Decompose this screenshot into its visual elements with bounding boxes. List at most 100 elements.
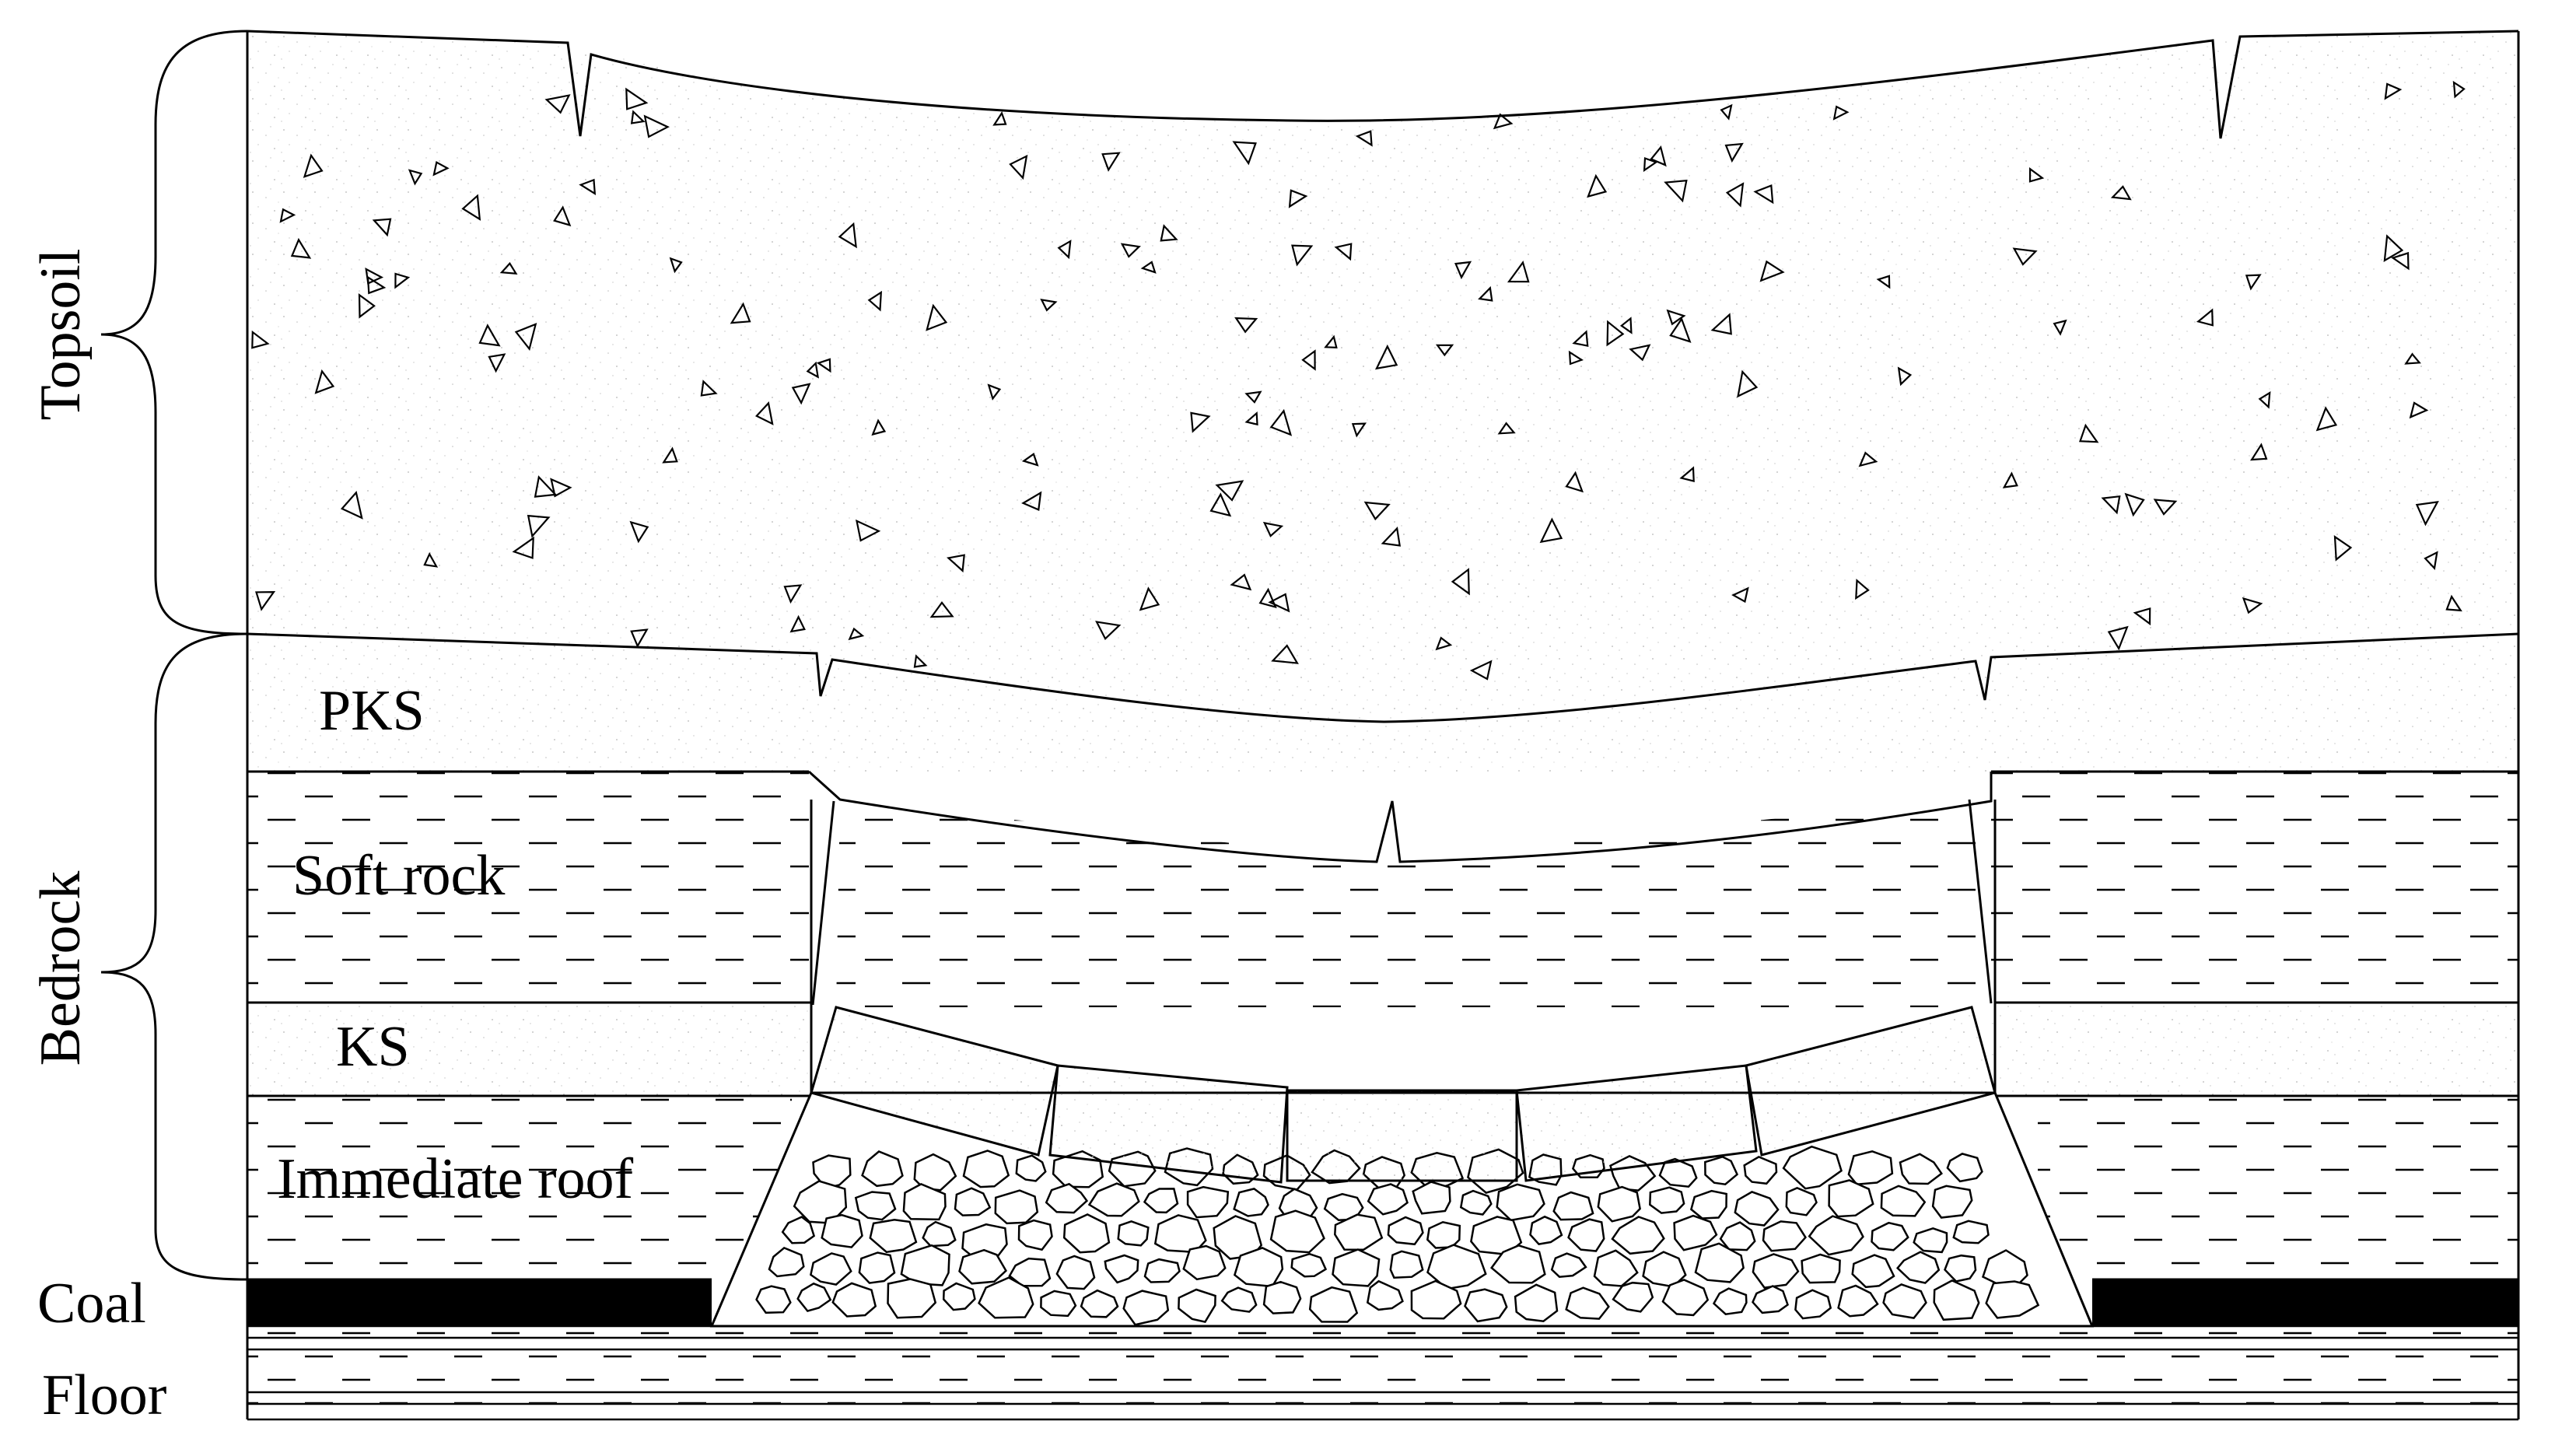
rubble-fragment [1593,1249,1639,1287]
gravel-triangle [2452,80,2466,99]
gravel-triangle [2242,597,2263,614]
rubble-fragment [1143,1258,1181,1283]
rubble-fragment [1178,1288,1216,1324]
gravel-triangle [1095,621,1122,641]
gravel-triangle [499,261,518,275]
rubble-fragment [1387,1216,1424,1246]
gravel-triangle [987,383,1002,401]
ks-block-5 [1745,1006,1997,1157]
gravel-triangle [1664,179,1688,203]
rubble-fragment [1944,1254,1977,1283]
gravel-triangle [1725,182,1745,208]
rubble-fragment [768,1246,805,1278]
ks-right-layer [1991,1003,2518,1096]
gravel-triangle [251,330,270,349]
gravel-triangle [2250,443,2268,461]
rubble-fragment [1008,1257,1052,1287]
rubble-fragment [1828,1179,1874,1218]
bedrock-brace [100,632,248,1281]
rubble-fragment [1794,1289,1832,1320]
gravel-triangle [544,94,571,114]
rubble-fragment [1496,1183,1545,1222]
gravel-triangle [1679,466,1695,483]
rubble-fragment [1931,1185,1973,1219]
gravel-triangle [2333,535,2353,562]
rubble-fragment [1550,1252,1587,1278]
rubble-fragment [887,1278,937,1319]
gravel-triangle [1435,636,1453,651]
rubble-fragment [1017,1219,1053,1251]
rubble-fragment [1567,1218,1605,1252]
rubble-fragment [1220,1286,1258,1313]
gravel-triangle [1355,130,1373,147]
gravel-triangle [2258,391,2271,409]
gravel-triangle [1120,243,1141,258]
gravel-triangle [913,654,928,668]
gravel-triangle [1629,344,1651,362]
gravel-triangle [1139,586,1160,611]
gravel-triangle [1619,317,1633,334]
rubble-fragment [1712,1287,1748,1316]
rubble-fragment [858,1251,896,1284]
rubble-fragment [1529,1215,1563,1245]
gravel-triangle [1435,344,1454,357]
gravel-triangle [1832,105,1850,121]
rubble-fragment [1808,1215,1864,1256]
gravel-triangle [806,361,820,379]
rubble-fragment [1880,1185,1927,1217]
rubble-fragment [1785,1186,1818,1216]
rubble-fragment [1899,1153,1944,1185]
gravel-triangle [730,302,751,324]
rubble-fragment [1895,1251,1941,1284]
rubble-fragment [1464,1288,1508,1323]
coal-left-seam [247,1279,712,1326]
rubble-fragment [1985,1280,2040,1319]
topsoil-pks-boundary [247,632,2519,723]
gravel-triangle [1753,184,1774,205]
gravel-triangle [1572,330,1589,347]
rubble-fragment [810,1252,852,1286]
gravel-triangle [1268,593,1290,613]
gravel-triangle [303,153,324,178]
gravel-triangle [669,257,683,274]
rubble-fragment [1459,1189,1493,1216]
coal-label: Coal [37,1272,146,1335]
floor-label: Floor [42,1363,166,1427]
gravel-triangle [1140,261,1157,274]
gravel-triangle [1855,579,1870,600]
gravel-triangle [625,87,649,110]
rubble-fragment [1410,1279,1462,1320]
gravel-triangle [1244,390,1262,404]
gravel-triangle [1271,644,1299,664]
rubble-fragment [1752,1285,1789,1314]
gravel-triangle [1469,660,1493,681]
gravel-triangle [1262,521,1284,537]
gravel-triangle [1057,240,1072,260]
rubble-fragment [1045,1182,1089,1214]
rubble-fragment [1104,1254,1139,1284]
gravel-triangle [2196,308,2214,327]
gravel-triangle [1101,152,1121,172]
rubble-fragment [1055,1255,1096,1290]
rubble-fragment [1087,1182,1140,1217]
rubble-fragment [1847,1150,1894,1186]
rubble-fragment [902,1183,947,1221]
gravel-triangle [1324,334,1338,349]
gravel-triangle [1009,154,1028,180]
rubble-fragment [1913,1227,1948,1254]
gravel-triangle [2445,594,2462,612]
gravel-triangle [340,490,363,520]
gravel-triangle [423,551,439,568]
rubble-fragment [1122,1290,1170,1326]
rubble-fragment [1611,1216,1665,1255]
rubble-fragment [1612,1281,1654,1313]
rubble-fragment [1186,1185,1230,1219]
gravel-triangle [1215,480,1244,502]
gravel-triangle [2424,551,2438,570]
gravel-triangle [1209,492,1232,517]
rubble-fragment [1308,1286,1359,1323]
rubble-fragment [1946,1153,1983,1183]
gravel-triangle [1160,224,1178,242]
rubble-fragment [854,1191,897,1221]
